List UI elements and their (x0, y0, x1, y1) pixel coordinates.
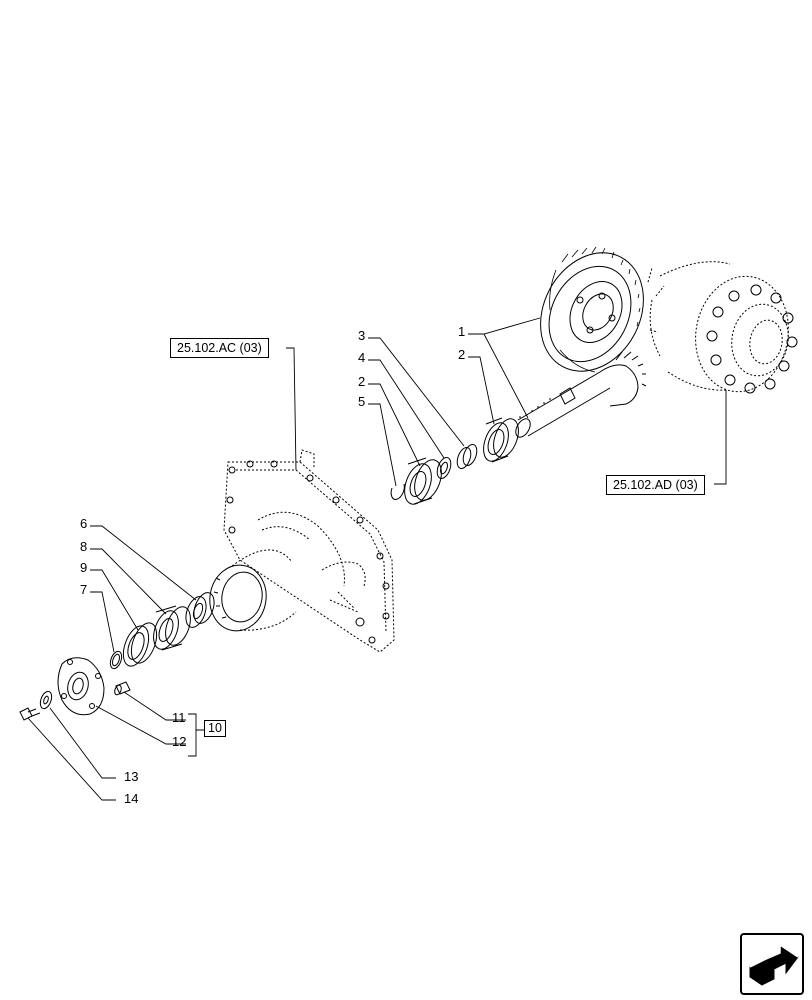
callout-6: 6 (80, 516, 88, 531)
shim-4 (436, 456, 452, 480)
bearing-8 (153, 605, 191, 651)
callout-9: 9 (80, 560, 88, 575)
callout-8: 8 (80, 539, 88, 554)
callout-5: 5 (358, 394, 366, 409)
callout-2-lower: 2 (358, 374, 366, 389)
reference-25-102-ad[interactable]: 25.102.AD (03) (606, 475, 705, 495)
snap-ring-7 (109, 650, 123, 670)
washer-13 (39, 690, 53, 710)
callout-14: 14 (124, 791, 139, 806)
ring-gear (540, 246, 644, 373)
bolt-14 (19, 707, 41, 721)
axle-housing (223, 449, 395, 653)
differential-housing (647, 261, 789, 393)
callout-3: 3 (358, 328, 366, 343)
axle-housing-bolts (226, 460, 390, 644)
pin-11 (114, 681, 131, 696)
callout-1: 1 (458, 324, 466, 339)
leader-lines (27, 317, 727, 801)
differential-bolts (706, 284, 798, 394)
callout-12: 12 (172, 734, 187, 749)
callout-4: 4 (358, 350, 366, 365)
callout-2-upper: 2 (458, 347, 466, 362)
spacer-3 (456, 443, 478, 470)
callout-13: 13 (124, 769, 139, 784)
bearing-2-lower (404, 457, 442, 505)
snap-ring-5 (390, 483, 405, 500)
callout-11: 11 (172, 710, 186, 725)
seal-9 (122, 622, 158, 667)
reference-25-102-ac[interactable]: 25.102.AC (03) (170, 338, 269, 358)
next-page-arrow-icon[interactable] (740, 933, 804, 995)
housing-bore (209, 549, 297, 632)
callout-10-group: 10 (204, 720, 226, 737)
nut-6 (185, 592, 215, 628)
flange-12 (57, 657, 105, 716)
pinion-shaft (515, 351, 647, 438)
callout-7: 7 (80, 582, 88, 597)
bearing-2-upper (483, 417, 519, 463)
